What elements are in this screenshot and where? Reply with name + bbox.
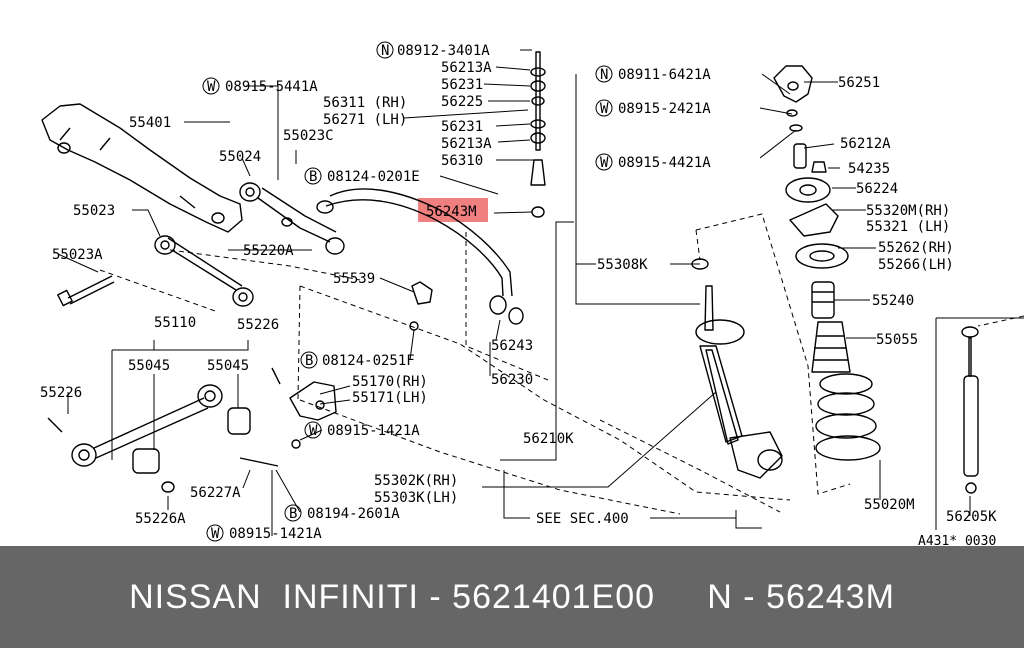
b08194-prefix: B	[289, 506, 297, 522]
parts-diagram: N 08912-3401A 56213A 56231 56225 56311 (…	[40, 41, 1024, 546]
label-08915-2421a: 08915-2421A	[618, 101, 711, 117]
label-08194-2601a: 08194-2601A	[307, 506, 400, 522]
label-55240: 55240	[872, 293, 914, 309]
label-55262: 55262(RH)	[878, 240, 954, 256]
w08915-1421a-lower-marker	[206, 524, 224, 542]
w08915-1421a-marker	[304, 421, 322, 439]
label-55045-right: 55045	[207, 358, 249, 374]
crossmember-55401	[41, 103, 243, 233]
label-54235: 54235	[848, 161, 890, 177]
label-56243m: 56243M	[426, 204, 477, 220]
upper-mount-parts	[785, 143, 849, 269]
bolt-55023a	[57, 275, 115, 307]
label-56225: 56225	[441, 94, 483, 110]
label-56205k: 56205K	[946, 509, 997, 525]
n08911-prefix: N	[600, 67, 608, 83]
label-56231-upper: 56231	[441, 77, 483, 93]
label-55303k: 55303K(LH)	[374, 490, 458, 506]
label-55045-left: 55045	[128, 358, 170, 374]
b08194-marker	[284, 504, 302, 522]
b08124b-prefix: B	[305, 353, 313, 369]
w08915-2421a-marker	[595, 99, 613, 117]
rear-arm-55110	[47, 384, 251, 493]
b08124b-marker	[300, 351, 318, 369]
label-55023a: 55023A	[52, 247, 103, 263]
w08915-1421a-prefix: W	[309, 423, 318, 439]
dashed-outlines	[99, 213, 1024, 515]
w08915-1421a-lower-prefix: W	[211, 526, 220, 542]
label-08915-5441a: 08915-5441A	[225, 79, 318, 95]
diagram-code: A431* 0030	[918, 534, 996, 546]
spring-55020m	[815, 373, 881, 461]
label-08124-0251f: 08124-0251F	[322, 353, 415, 369]
label-56271: 56271 (LH)	[323, 112, 407, 128]
bracket-55539	[409, 281, 433, 331]
n08912-prefix: N	[381, 43, 389, 59]
label-55023c: 55023C	[283, 128, 334, 144]
label-56251: 56251	[838, 75, 880, 91]
label-55266: 55266(LH)	[878, 257, 954, 273]
label-56311: 56311 (RH)	[323, 95, 407, 111]
label-56210k: 56210K	[523, 431, 574, 447]
label-56227a: 56227A	[190, 485, 241, 501]
label-08915-4421a: 08915-4421A	[618, 155, 711, 171]
label-55321: 55321 (LH)	[866, 219, 950, 235]
lower-arm-55023	[154, 235, 254, 307]
label-08915-1421a: 08915-1421A	[327, 423, 420, 439]
label-55308k: 55308K	[597, 257, 648, 273]
link-55024	[239, 182, 345, 255]
label-56224: 56224	[856, 181, 898, 197]
label-55401: 55401	[129, 115, 171, 131]
label-56213a-lower: 56213A	[441, 136, 492, 152]
label-see-sec-400: SEE SEC.400	[536, 511, 629, 527]
label-08911-6421a: 08911-6421A	[618, 67, 711, 83]
stabilizer-bar-56230	[316, 188, 524, 325]
label-55171: 55171(LH)	[352, 390, 428, 406]
n08912-marker	[376, 41, 394, 59]
label-55226-right: 55226	[237, 317, 279, 333]
footer-bar: NISSAN INFINITI - 5621401E00 N - 56243M	[0, 546, 1024, 648]
w08915-4421a-marker	[595, 153, 613, 171]
w08915-5441a-marker	[202, 77, 220, 95]
label-08915-1421a-lower: 08915-1421A	[229, 526, 322, 542]
labels: N 08912-3401A 56213A 56231 56225 56311 (…	[40, 41, 997, 546]
stabilizer-link-56310	[530, 51, 546, 218]
label-55110: 55110	[154, 315, 196, 331]
bump-stop-55240	[811, 281, 835, 319]
label-56212a: 56212A	[840, 136, 891, 152]
boot-55055	[811, 321, 851, 373]
label-55539: 55539	[333, 271, 375, 287]
b08124a-prefix: B	[309, 169, 317, 185]
leader-lines	[57, 49, 1024, 536]
label-55024: 55024	[219, 149, 261, 165]
b08124a-marker	[304, 167, 322, 185]
label-55023: 55023	[73, 203, 115, 219]
label-56213a-upper: 56213A	[441, 60, 492, 76]
label-56230: 56230	[491, 372, 533, 388]
strut-56210k	[691, 258, 783, 479]
label-55226a: 55226A	[135, 511, 186, 527]
label-55020m: 55020M	[864, 497, 915, 513]
label-56243: 56243	[491, 338, 533, 354]
label-55220a: 55220A	[243, 243, 294, 259]
bracket-55170	[239, 367, 337, 467]
diagram-canvas: N 08912-3401A 56213A 56231 56225 56311 (…	[40, 41, 1024, 546]
part-number-caption: NISSAN INFINITI - 5621401E00 N - 56243M	[129, 577, 895, 616]
label-55320m: 55320M(RH)	[866, 203, 950, 219]
label-56231-lower: 56231	[441, 119, 483, 135]
w08915-5441a-prefix: W	[207, 79, 216, 95]
w08915-2421a-prefix: W	[600, 101, 609, 117]
label-08912-3401a: 08912-3401A	[397, 43, 490, 59]
label-55226-left: 55226	[40, 385, 82, 401]
n08911-marker	[595, 65, 613, 83]
label-08124-0201e: 08124-0201E	[327, 169, 420, 185]
label-55170: 55170(RH)	[352, 374, 428, 390]
label-55302k: 55302K(RH)	[374, 473, 458, 489]
label-56310: 56310	[441, 153, 483, 169]
w08915-4421a-prefix: W	[600, 155, 609, 171]
mount-56251	[773, 65, 813, 132]
shock-56205k	[961, 326, 979, 494]
label-55055: 55055	[876, 332, 918, 348]
